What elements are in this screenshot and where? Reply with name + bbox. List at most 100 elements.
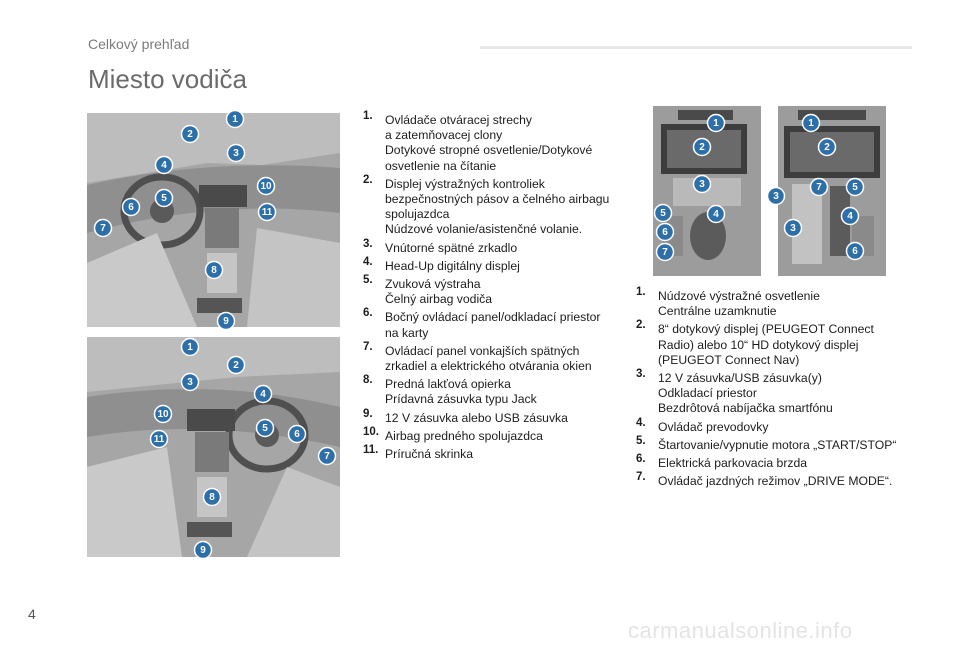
legend-item-text: Displej výstražných kontroliek	[385, 176, 545, 191]
callout-marker: 6	[655, 222, 675, 242]
callout-marker: 5	[255, 418, 275, 438]
callout-marker-label: 2	[824, 142, 830, 153]
legend-item-number: 4.	[636, 416, 646, 429]
callout-marker-label: 5	[660, 208, 666, 219]
legend-item-text: Vnútorné spätné zrkadlo	[385, 240, 518, 255]
callout-marker: 3	[180, 372, 200, 392]
legend-item-text: Ovládač prevodovky	[658, 419, 769, 434]
callout-marker: 10	[256, 176, 276, 196]
callout-marker: 4	[253, 384, 273, 404]
legend-item-number: 5.	[636, 434, 646, 447]
legend-item: 7. Ovládač jazdných režimov „DRIVE MODE“.	[636, 471, 926, 489]
legend-item-text: a zatemňovacej clony	[385, 128, 503, 143]
callout-marker-label: 4	[713, 209, 719, 220]
legend-item-text: Prídavná zásuvka typu Jack	[385, 392, 537, 407]
callout-marker-label: 7	[662, 247, 668, 258]
callout-marker-label: 7	[816, 182, 822, 193]
callout-marker: 7	[809, 177, 829, 197]
callout-marker: 2	[692, 137, 712, 157]
callout-marker: 10	[153, 404, 173, 424]
callout-marker: 11	[257, 202, 277, 222]
callout-marker-label: 1	[232, 114, 238, 125]
legend-item-text: 12 V zásuvka alebo USB zásuvka	[385, 410, 568, 425]
legend-item-number: 1.	[636, 286, 646, 298]
legend-item-text: Radio) alebo 10“ HD dotykový displej	[658, 337, 859, 352]
watermark: carmanualsonline.info	[628, 618, 853, 643]
dashboard-rhd-photo	[87, 337, 340, 557]
legend-item-text: osvetlenie na čítanie	[385, 158, 497, 173]
page-number: 4	[28, 606, 36, 622]
legend-item-text: (PEUGEOT Connect Nav)	[658, 352, 800, 367]
callout-marker: 5	[154, 188, 174, 208]
legend-item-text: bezpečnostných pásov a čelného airbagu	[385, 192, 610, 207]
callout-marker: 11	[149, 429, 169, 449]
legend-item-number: 9.	[363, 407, 373, 420]
legend-item-text: Štartovanie/vypnutie motora „START/STOP“	[658, 437, 897, 452]
callout-marker: 9	[216, 311, 236, 331]
callout-marker: 2	[180, 124, 200, 144]
callout-marker-label: 5	[262, 423, 268, 434]
callout-marker: 4	[154, 155, 174, 175]
legend-item-number: 11.	[363, 444, 379, 457]
legend-item-text: Ovládač jazdných režimov „DRIVE MODE“.	[658, 474, 893, 489]
callout-marker: 7	[93, 218, 113, 238]
callout-marker: 8	[204, 260, 224, 280]
callout-marker-label: 1	[187, 342, 193, 353]
legend-item-number: 3.	[363, 237, 373, 250]
legend-item-text: Ovládací panel vonkajších spätných	[385, 343, 580, 358]
callout-marker: 3	[226, 143, 246, 163]
callout-marker-label: 2	[233, 360, 239, 371]
callout-marker-label: 6	[294, 429, 300, 440]
callout-marker-label: 11	[154, 434, 165, 445]
callout-marker: 6	[121, 197, 141, 217]
legend-item-text: Zvuková výstraha	[385, 277, 481, 292]
legend-item-text: Čelný airbag vodiča	[385, 292, 493, 307]
callout-marker: 7	[655, 242, 675, 262]
legend-item-number: 5.	[363, 274, 373, 287]
legend-item-text: Airbag predného spolujazdca	[385, 428, 543, 443]
legend-item-text: Predná lakťová opierka	[385, 377, 511, 392]
callout-marker: 9	[193, 540, 213, 560]
callout-marker-label: 3	[773, 191, 779, 202]
legend-item-number: 7.	[363, 340, 373, 353]
callout-marker: 3	[766, 186, 786, 206]
legend-item-text: Ovládače otváracej strechy	[385, 113, 532, 127]
legend-item-number: 8.	[363, 374, 373, 387]
legend-item: 11.Príručná skrinka	[363, 444, 613, 462]
callout-marker-label: 6	[128, 202, 134, 213]
callout-marker-label: 3	[187, 377, 193, 388]
legend-item-number: 2.	[636, 319, 646, 332]
legend-item-text: 12 V zásuvka/USB zásuvka(y)	[658, 371, 822, 386]
callout-marker: 2	[817, 137, 837, 157]
legend-item-text: 8“ dotykový displej (PEUGEOT Connect	[658, 322, 874, 337]
legend-item-number: 10.	[363, 425, 379, 438]
legend-item: 4.Head-Up digitálny displej	[363, 256, 613, 274]
legend-item-text: Centrálne uzamknutie	[658, 304, 777, 319]
legend-item: 4. Ovládač prevodovky	[636, 417, 926, 435]
page-title: Miesto vodiča	[88, 64, 247, 94]
callout-marker: 3	[783, 218, 803, 238]
callout-marker-label: 8	[211, 265, 217, 276]
legend-item-text: Bezdrôtová nabíjačka smartfónu	[658, 401, 833, 416]
callout-marker-label: 5	[161, 193, 167, 204]
callout-marker-label: 4	[847, 211, 853, 222]
legend-item: 5. Štartovanie/vypnutie motora „START/STO…	[636, 435, 926, 453]
callout-marker: 4	[706, 204, 726, 224]
legend-item-number: 7.	[636, 471, 646, 484]
callout-marker-label: 11	[262, 207, 273, 218]
legend-item: 6.Bočný ovládací panel/odkladací priesto…	[363, 307, 613, 340]
legend-item-number: 2.	[363, 173, 373, 186]
callout-marker: 7	[317, 446, 337, 466]
legend-item-text: Bočný ovládací panel/odkladací priestor	[385, 310, 601, 325]
legend-item: 3. Vnútorné spätné zrkadlo	[363, 238, 613, 256]
callout-marker: 3	[692, 174, 712, 194]
legend-item-text: Núdzové volanie/asistenčné volanie.	[385, 222, 583, 237]
legend-item-number: 1.	[363, 110, 373, 122]
callout-marker: 1	[180, 337, 200, 357]
legend-item-number: 4.	[363, 255, 373, 268]
